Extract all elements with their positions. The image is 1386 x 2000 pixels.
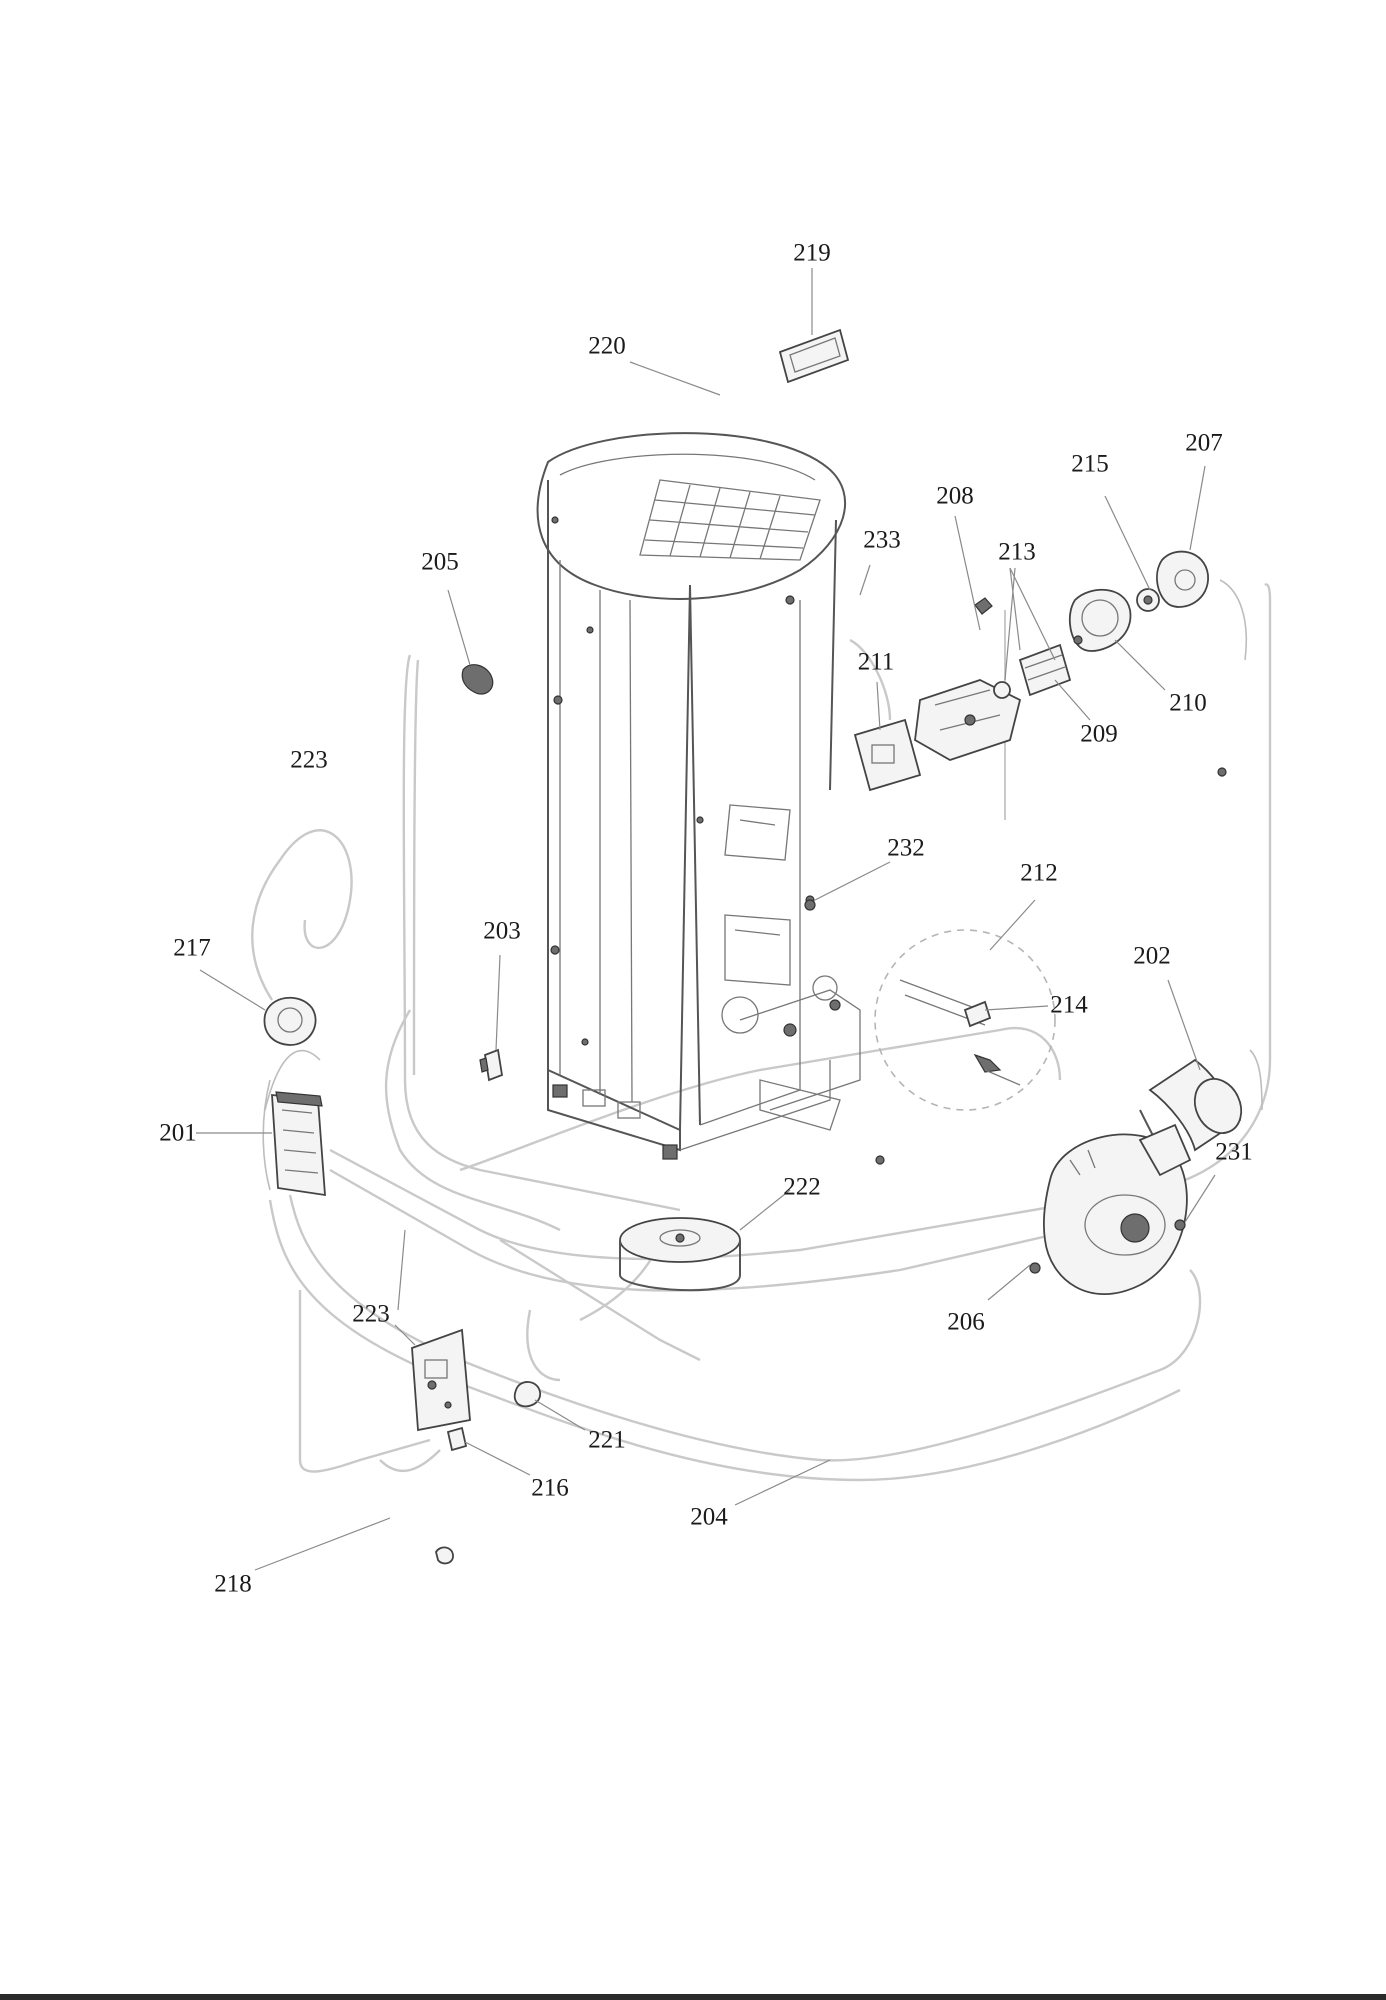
part-214 bbox=[963, 1000, 1021, 1086]
callout-214: 214 bbox=[1050, 992, 1088, 1019]
part-202 bbox=[1139, 1058, 1243, 1166]
callout-207: 207 bbox=[1185, 430, 1223, 457]
callout-216: 216 bbox=[531, 1475, 569, 1502]
callout-209: 209 bbox=[1080, 721, 1118, 748]
part-217 bbox=[263, 996, 317, 1046]
callout-223-loop: 223 bbox=[290, 747, 328, 774]
callout-218: 218 bbox=[214, 1571, 252, 1598]
part-201 bbox=[271, 1091, 326, 1197]
callout-222: 222 bbox=[783, 1174, 821, 1201]
bottom-border bbox=[0, 1994, 1386, 2000]
part-216 bbox=[446, 1426, 468, 1452]
callout-208: 208 bbox=[936, 483, 974, 510]
callout-215: 215 bbox=[1071, 451, 1109, 478]
callout-206: 206 bbox=[947, 1309, 985, 1336]
part-219 bbox=[778, 328, 850, 384]
part-212 bbox=[874, 929, 1056, 1111]
callout-204: 204 bbox=[690, 1504, 728, 1531]
part-232 bbox=[804, 899, 816, 911]
part-206 bbox=[1029, 1123, 1192, 1295]
callout-212: 212 bbox=[1020, 860, 1058, 887]
callout-210: 210 bbox=[1169, 690, 1207, 717]
callout-220: 220 bbox=[588, 333, 626, 360]
callout-201: 201 bbox=[159, 1120, 197, 1147]
callout-217: 217 bbox=[173, 935, 211, 962]
callout-231: 231 bbox=[1215, 1139, 1253, 1166]
wiring-harness bbox=[251, 579, 1272, 1482]
callout-223-board: 223 bbox=[352, 1301, 390, 1328]
callout-202: 202 bbox=[1133, 943, 1171, 970]
boiler-cabinet bbox=[536, 432, 1227, 1165]
part-208 bbox=[914, 597, 1022, 761]
leader-lines bbox=[196, 268, 1216, 1571]
callout-203: 203 bbox=[483, 918, 521, 945]
callout-233: 233 bbox=[863, 527, 901, 554]
part-215 bbox=[1136, 588, 1160, 612]
part-207 bbox=[1156, 550, 1209, 608]
part-221 bbox=[513, 1381, 541, 1408]
callout-205: 205 bbox=[421, 549, 459, 576]
callout-232: 232 bbox=[887, 835, 925, 862]
part-213 bbox=[993, 681, 1011, 699]
callout-219: 219 bbox=[793, 240, 831, 267]
part-218 bbox=[435, 1546, 454, 1565]
part-209 bbox=[1018, 643, 1072, 697]
part-211 bbox=[853, 718, 922, 792]
callout-211: 211 bbox=[858, 649, 895, 676]
part-210 bbox=[1068, 588, 1132, 652]
part-205 bbox=[461, 664, 494, 695]
part-222 bbox=[619, 1217, 741, 1292]
part-231 bbox=[1174, 1219, 1186, 1231]
part-223-board bbox=[411, 1328, 471, 1432]
callout-221: 221 bbox=[588, 1427, 626, 1454]
callout-213: 213 bbox=[998, 539, 1036, 566]
part-203 bbox=[479, 1048, 504, 1082]
callout-labels: 219 220 207 215 208 213 233 205 211 210 … bbox=[159, 240, 1253, 1598]
